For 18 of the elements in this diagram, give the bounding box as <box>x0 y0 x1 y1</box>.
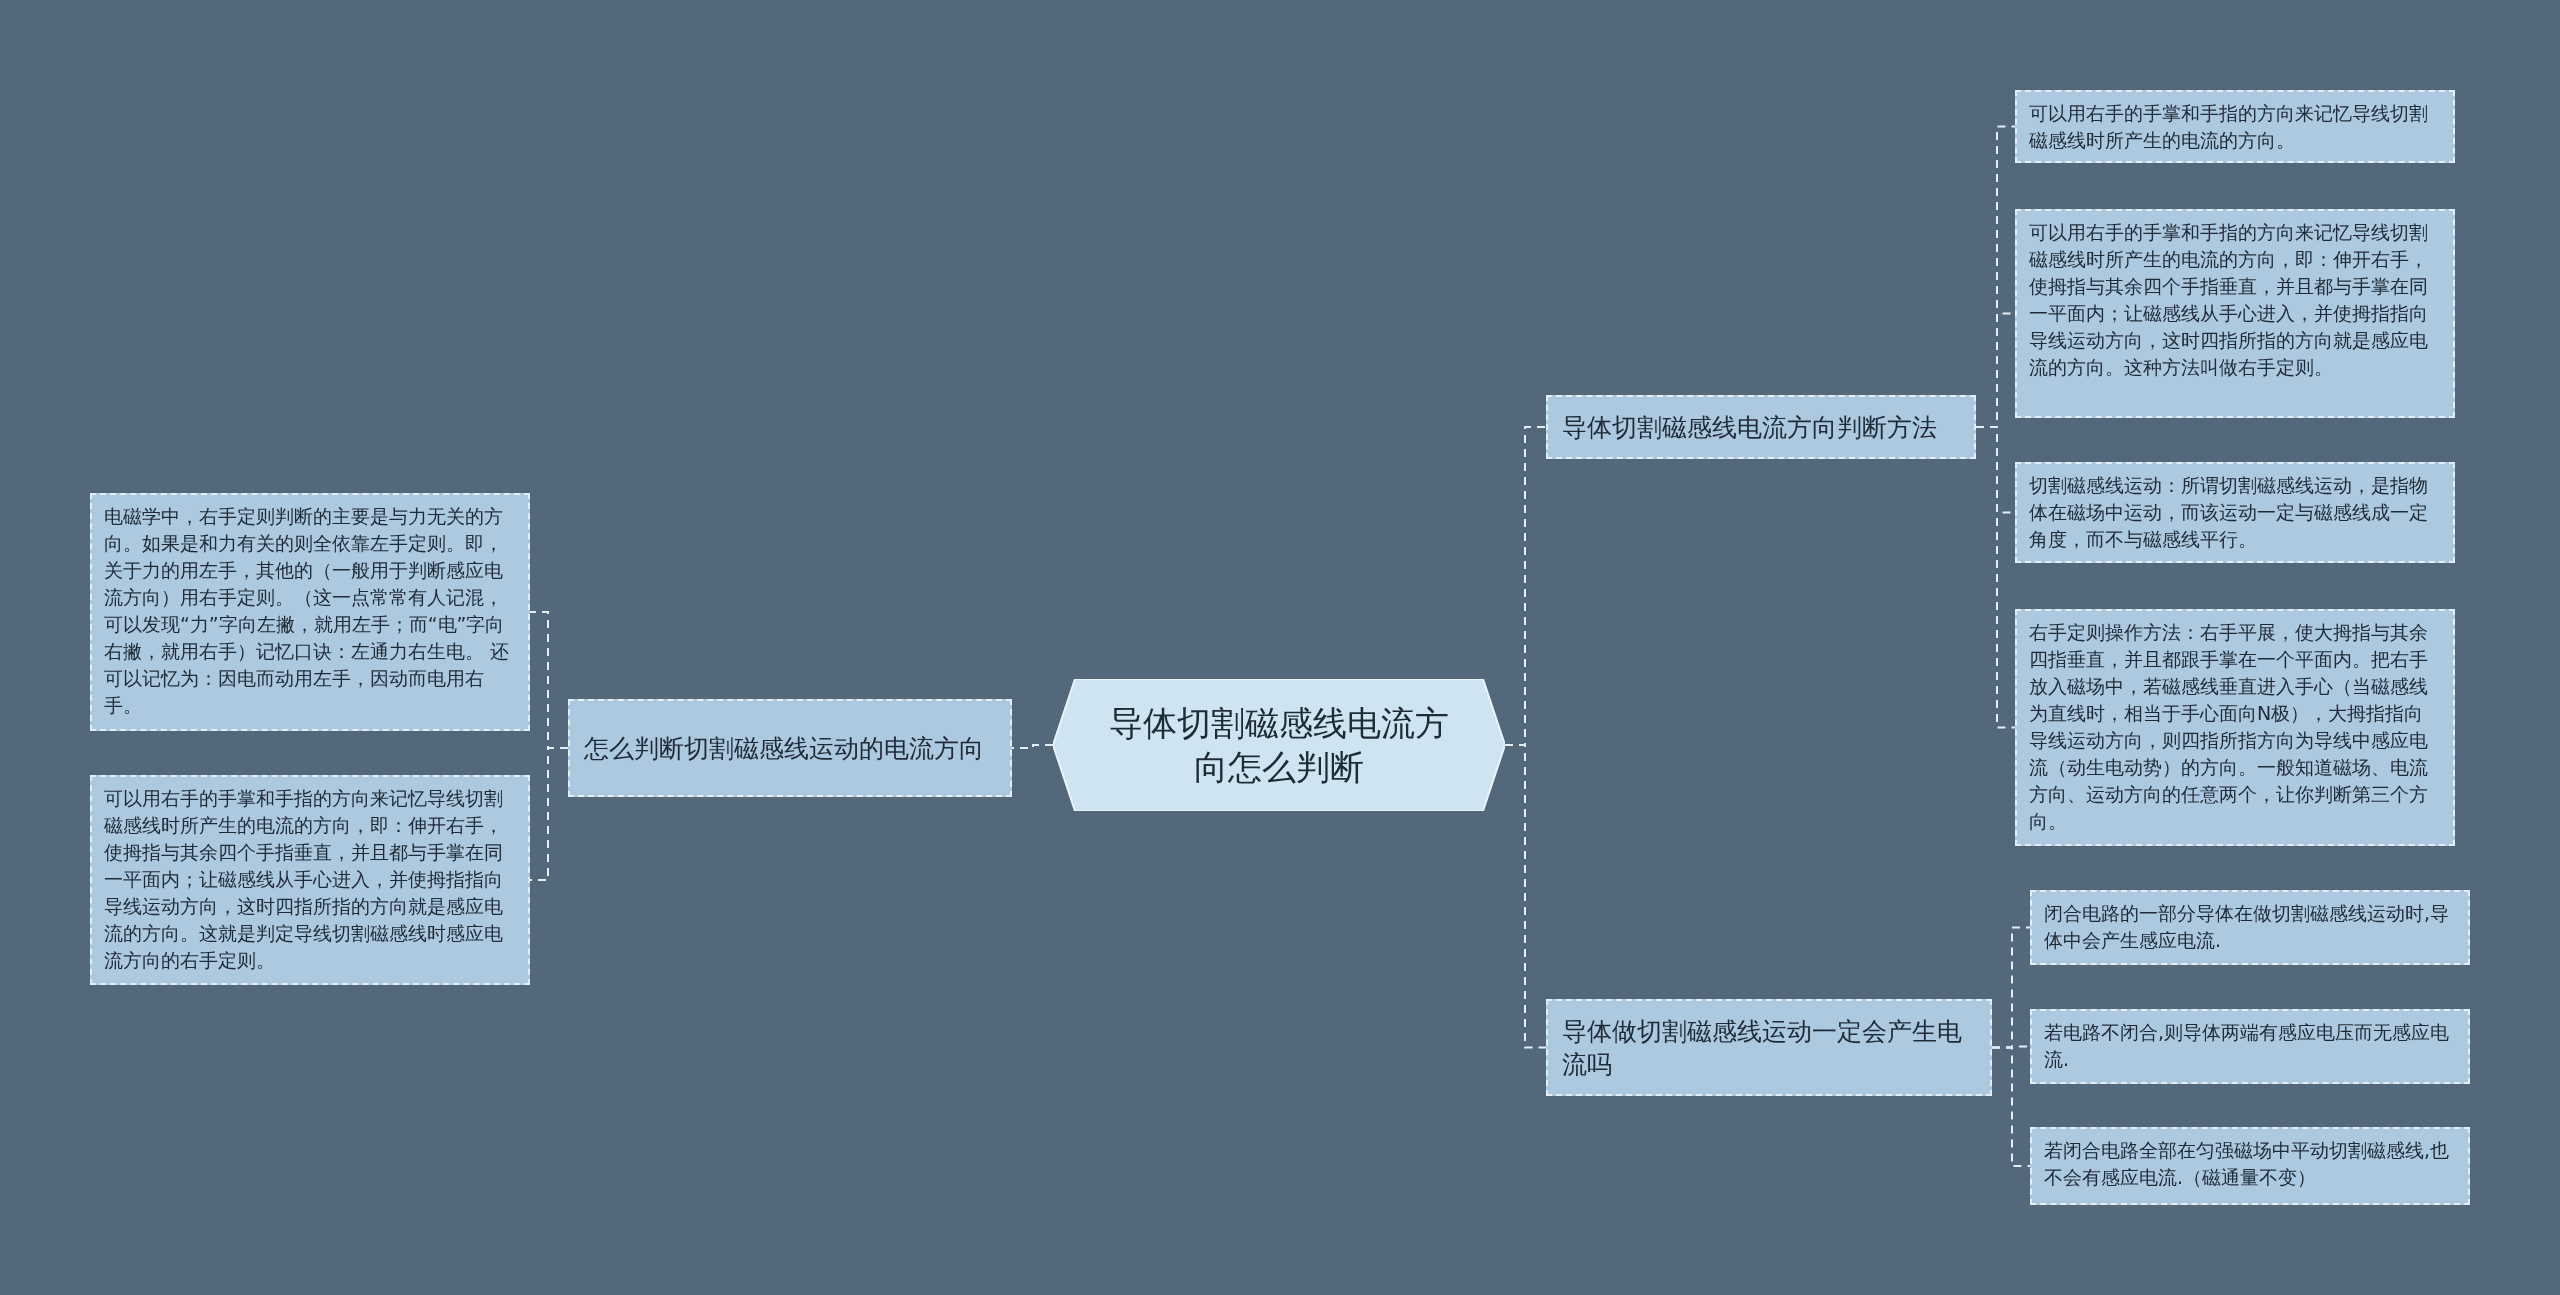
topic-box: 导体切割磁感线电流方向判断方法 <box>1546 395 1976 459</box>
central-topic: 导体切割磁感线电流方向怎么判断 <box>1053 679 1505 811</box>
topic-box: 导体做切割磁感线运动一定会产生电流吗 <box>1546 999 1992 1096</box>
connector-line <box>1011 744 1054 749</box>
connector-line <box>1504 744 1547 1049</box>
connector-line <box>529 747 569 881</box>
note-box: 可以用右手的手掌和手指的方向来记忆导线切割磁感线时所产生的电流的方向，即：伸开右手，使拇指与其余四个手指垂直，并且都与手掌在同一平面内；让磁感线从手心进入，并使拇指指向导线运动方向，这时四指所指的方向就是感应电流的方向。这就是判定导线切割磁感线时感应电流方向的右手定则。 <box>90 775 530 985</box>
connector-line <box>1975 426 2016 729</box>
note-box: 若电路不闭合,则导体两端有感应电压而无感应电流. <box>2030 1009 2470 1084</box>
note-box: 若闭合电路全部在匀强磁场中平动切割磁感线,也不会有感应电流.（磁通量不变） <box>2030 1127 2470 1205</box>
note-box: 右手定则操作方法：右手平展，使大拇指与其余四指垂直，并且都跟手掌在一个平面内。把右手放入磁场中，若磁感线垂直进入手心（当磁感线为直线时，相当于手心面向N极），大拇指指向导线运动方向，则四指所指方向为导线中感应电流（动生电动势）的方向。一般知道磁场、电流方向、运动方向的任意两个，让你判断第三个方向。 <box>2015 609 2455 846</box>
topic-box: 怎么判断切割磁感线运动的电流方向 <box>568 699 1012 797</box>
note-box: 可以用右手的手掌和手指的方向来记忆导线切割磁感线时所产生的电流的方向，即：伸开右手，使拇指与其余四个手指垂直，并且都与手掌在同一平面内；让磁感线从手心进入，并使拇指指向导线运动方向，这时四指所指的方向就是感应电流的方向。这种方法叫做右手定则。 <box>2015 209 2455 418</box>
note-box: 电磁学中，右手定则判断的主要是与力无关的方向。如果是和力有关的则全依靠左手定则。即，关于力的用左手，其他的（一般用于判断感应电流方向）用右手定则。（这一点常常有人记混，可以发现“力”字向左撇，就用左手；而“电”字向右撇，就用右手）记忆口诀：左通力右生电。 还可以记忆为：因电而动用左手，因动而电用右手。 <box>90 493 530 731</box>
note-box: 闭合电路的一部分导体在做切割磁感线运动时,导体中会产生感应电流. <box>2030 890 2470 965</box>
note-box: 切割磁感线运动：所谓切割磁感线运动，是指物体在磁场中运动，而该运动一定与磁感线成一定角度，而不与磁感线平行。 <box>2015 462 2455 563</box>
connector-line <box>1991 1046 2031 1167</box>
note-box: 可以用右手的手掌和手指的方向来记忆导线切割磁感线时所产生的电流的方向。 <box>2015 90 2455 163</box>
